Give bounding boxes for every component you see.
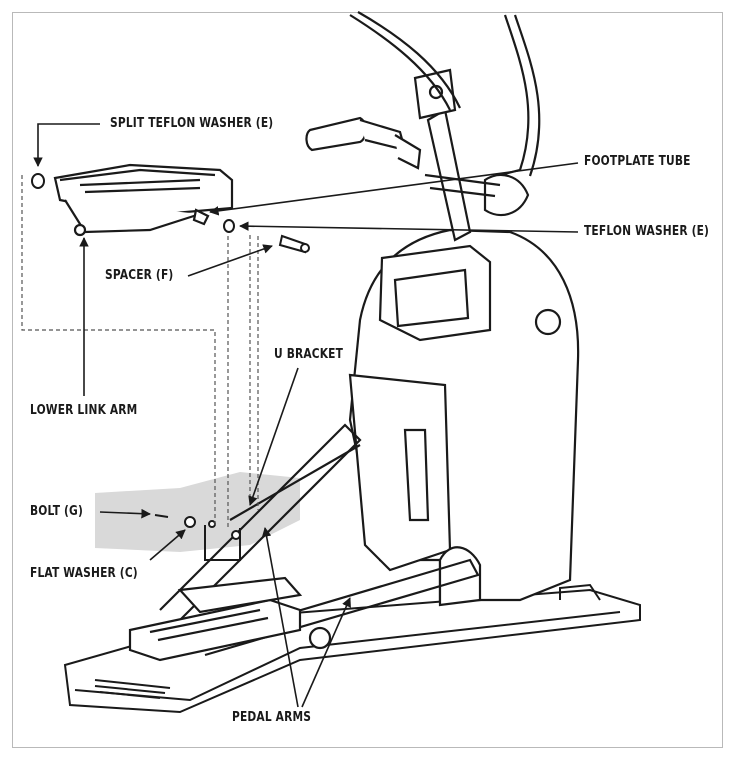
u-bracket-part (204, 525, 241, 561)
base-frame (63, 583, 641, 714)
label-teflon-washer: TEFLON WASHER (E) (584, 224, 710, 239)
callout-leaders (33, 123, 579, 708)
label-flat-washer: FLAT WASHER (C) (30, 566, 138, 581)
hardware-parts (31, 173, 310, 561)
diagram-frame (12, 12, 723, 748)
label-lower-link-arm: LOWER LINK ARM (30, 403, 138, 418)
bolt-part (154, 514, 169, 518)
highlight-shade (95, 472, 300, 552)
assembly-guides (21, 175, 259, 530)
teflon-washer-part (223, 219, 235, 233)
machine-body (348, 228, 580, 607)
label-split-teflon-washer: SPLIT TEFLON WASHER (E) (110, 116, 274, 131)
exploded-footplate (53, 163, 234, 237)
label-spacer: SPACER (F) (105, 268, 174, 283)
split-teflon-washer-part (31, 173, 45, 189)
handle-grip (305, 116, 422, 170)
flat-washer-part (184, 516, 196, 528)
label-u-bracket: U BRACKET (274, 347, 344, 362)
upright-post (349, 11, 541, 242)
label-pedal-arms: PEDAL ARMS (232, 710, 312, 725)
label-footplate-tube: FOOTPLATE TUBE (584, 154, 691, 169)
label-bolt: BOLT (G) (30, 504, 84, 519)
front-footplate (128, 576, 332, 662)
